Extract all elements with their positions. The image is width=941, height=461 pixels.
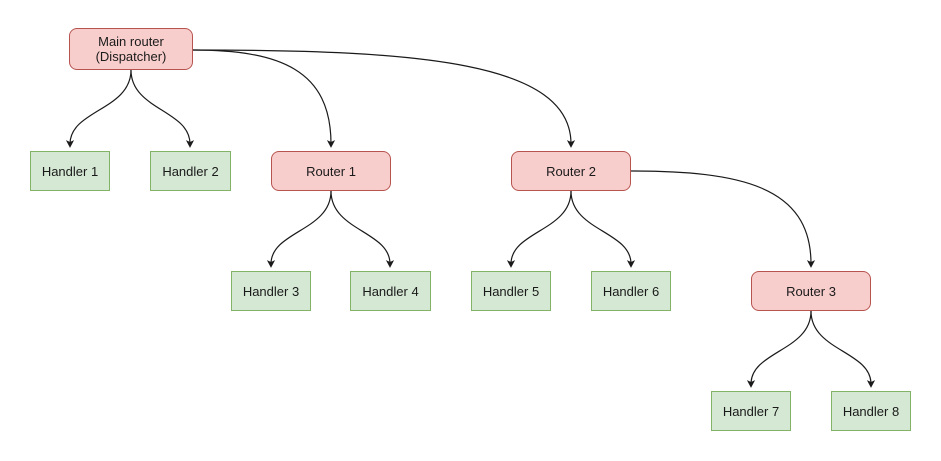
node-label-handler-3: Handler 3 (242, 283, 300, 299)
edge-router-2-to-handler-6 (570, 190, 636, 268)
node-router-3[interactable]: Router 3 (751, 271, 871, 311)
node-handler-4[interactable]: Handler 4 (350, 271, 431, 311)
node-router-2[interactable]: Router 2 (511, 151, 631, 191)
node-handler-5[interactable]: Handler 5 (471, 271, 551, 311)
edge-main-to-router-1 (192, 49, 336, 148)
edge-router-2-to-handler-5 (506, 190, 572, 268)
node-handler-1[interactable]: Handler 1 (30, 151, 110, 191)
node-label-router-2: Router 2 (546, 163, 596, 179)
node-label-router-1: Router 1 (306, 163, 356, 179)
node-label-handler-6: Handler 6 (602, 283, 660, 299)
edge-main-to-handler-1 (65, 69, 132, 148)
edge-router-1-to-handler-4 (330, 190, 395, 268)
node-handler-3[interactable]: Handler 3 (231, 271, 311, 311)
edge-router-2-to-router-3 (630, 170, 816, 268)
node-handler-8[interactable]: Handler 8 (831, 391, 911, 431)
node-handler-6[interactable]: Handler 6 (591, 271, 671, 311)
edge-router-1-to-handler-3 (266, 190, 332, 268)
node-label-main-router: Main router (Dispatcher) (95, 34, 167, 64)
edge-router-3-to-handler-7 (746, 310, 812, 388)
node-handler-2[interactable]: Handler 2 (150, 151, 231, 191)
edges-group (65, 49, 876, 388)
node-router-1[interactable]: Router 1 (271, 151, 391, 191)
edge-router-3-to-handler-8 (810, 310, 876, 388)
node-label-router-3: Router 3 (786, 283, 836, 299)
edge-main-to-handler-2 (130, 69, 195, 148)
node-label-handler-8: Handler 8 (842, 403, 900, 419)
node-label-handler-7: Handler 7 (722, 403, 780, 419)
node-label-handler-4: Handler 4 (362, 283, 419, 299)
edge-main-to-router-2 (192, 49, 576, 148)
node-label-handler-1: Handler 1 (41, 163, 99, 179)
node-handler-7[interactable]: Handler 7 (711, 391, 791, 431)
node-label-handler-2: Handler 2 (162, 163, 219, 179)
node-main-router[interactable]: Main router (Dispatcher) (69, 28, 193, 70)
node-label-handler-5: Handler 5 (482, 283, 540, 299)
